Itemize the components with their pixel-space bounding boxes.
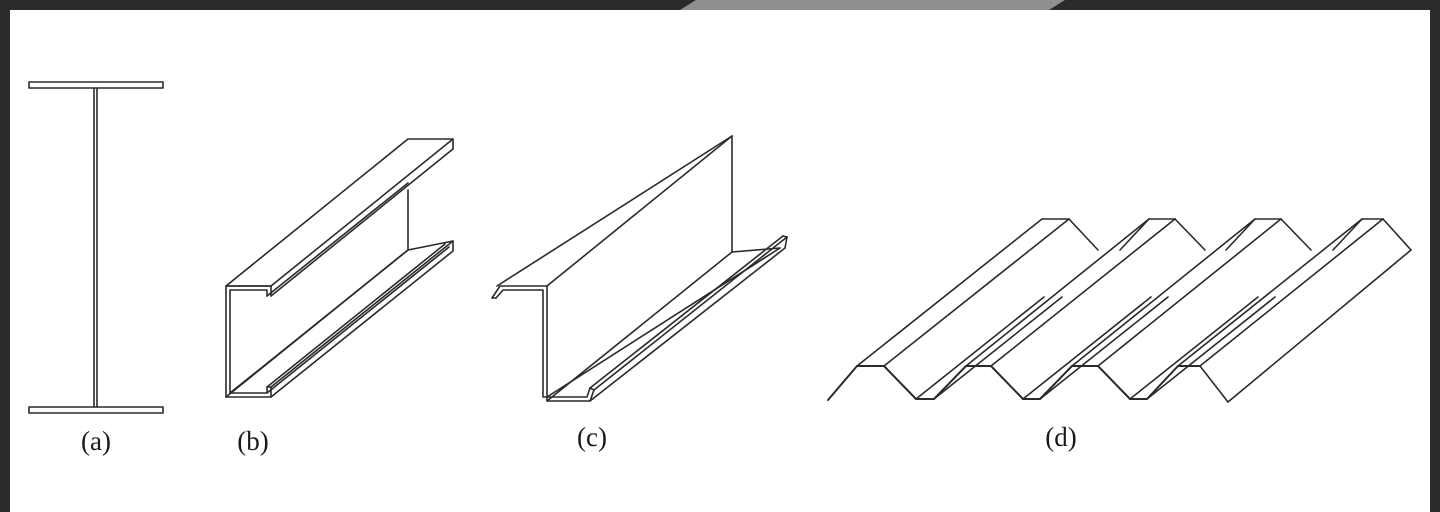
caption-b: (b) <box>237 426 269 456</box>
caption-d: (d) <box>1045 422 1077 452</box>
trapezoidal-sheet-drawing <box>827 218 1412 403</box>
caption-c: (c) <box>577 422 607 452</box>
lipped-channel-drawing <box>225 138 454 398</box>
caption-a: (a) <box>81 426 111 456</box>
i-section-drawing <box>28 81 164 414</box>
top-border-accent <box>680 0 1065 10</box>
lipped-z-drawing <box>491 135 788 402</box>
